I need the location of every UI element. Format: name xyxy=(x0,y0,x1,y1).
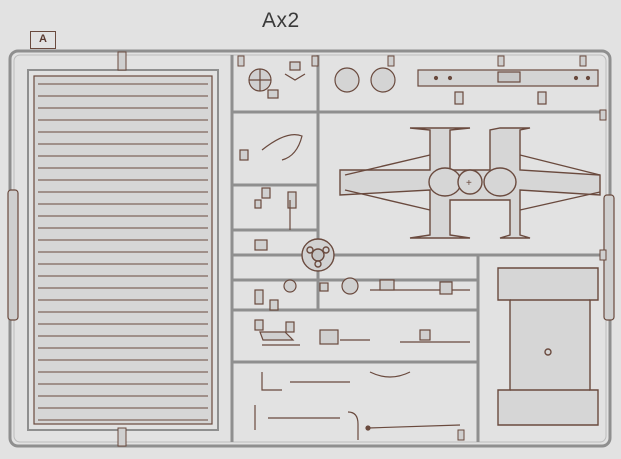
left-end-tab xyxy=(7,189,19,321)
bumper-bar-part xyxy=(417,69,599,105)
wheel-part xyxy=(248,61,306,99)
rod-parts xyxy=(254,371,461,440)
internal-runners xyxy=(230,55,606,442)
floor-panel-part xyxy=(497,267,599,426)
sheet-title: Ax2 xyxy=(262,9,300,32)
gate-stubs xyxy=(237,55,607,441)
svg-text:+: + xyxy=(466,178,472,189)
small-bracket-parts xyxy=(239,134,303,251)
chassis-frame-part: + xyxy=(339,127,601,239)
linkage-parts xyxy=(254,319,470,346)
frame-mark-label: A xyxy=(30,31,56,49)
steering-hub-part xyxy=(301,238,335,272)
disc-parts xyxy=(334,67,396,93)
louvered-panel-part xyxy=(27,51,219,447)
axle-parts xyxy=(254,277,470,311)
